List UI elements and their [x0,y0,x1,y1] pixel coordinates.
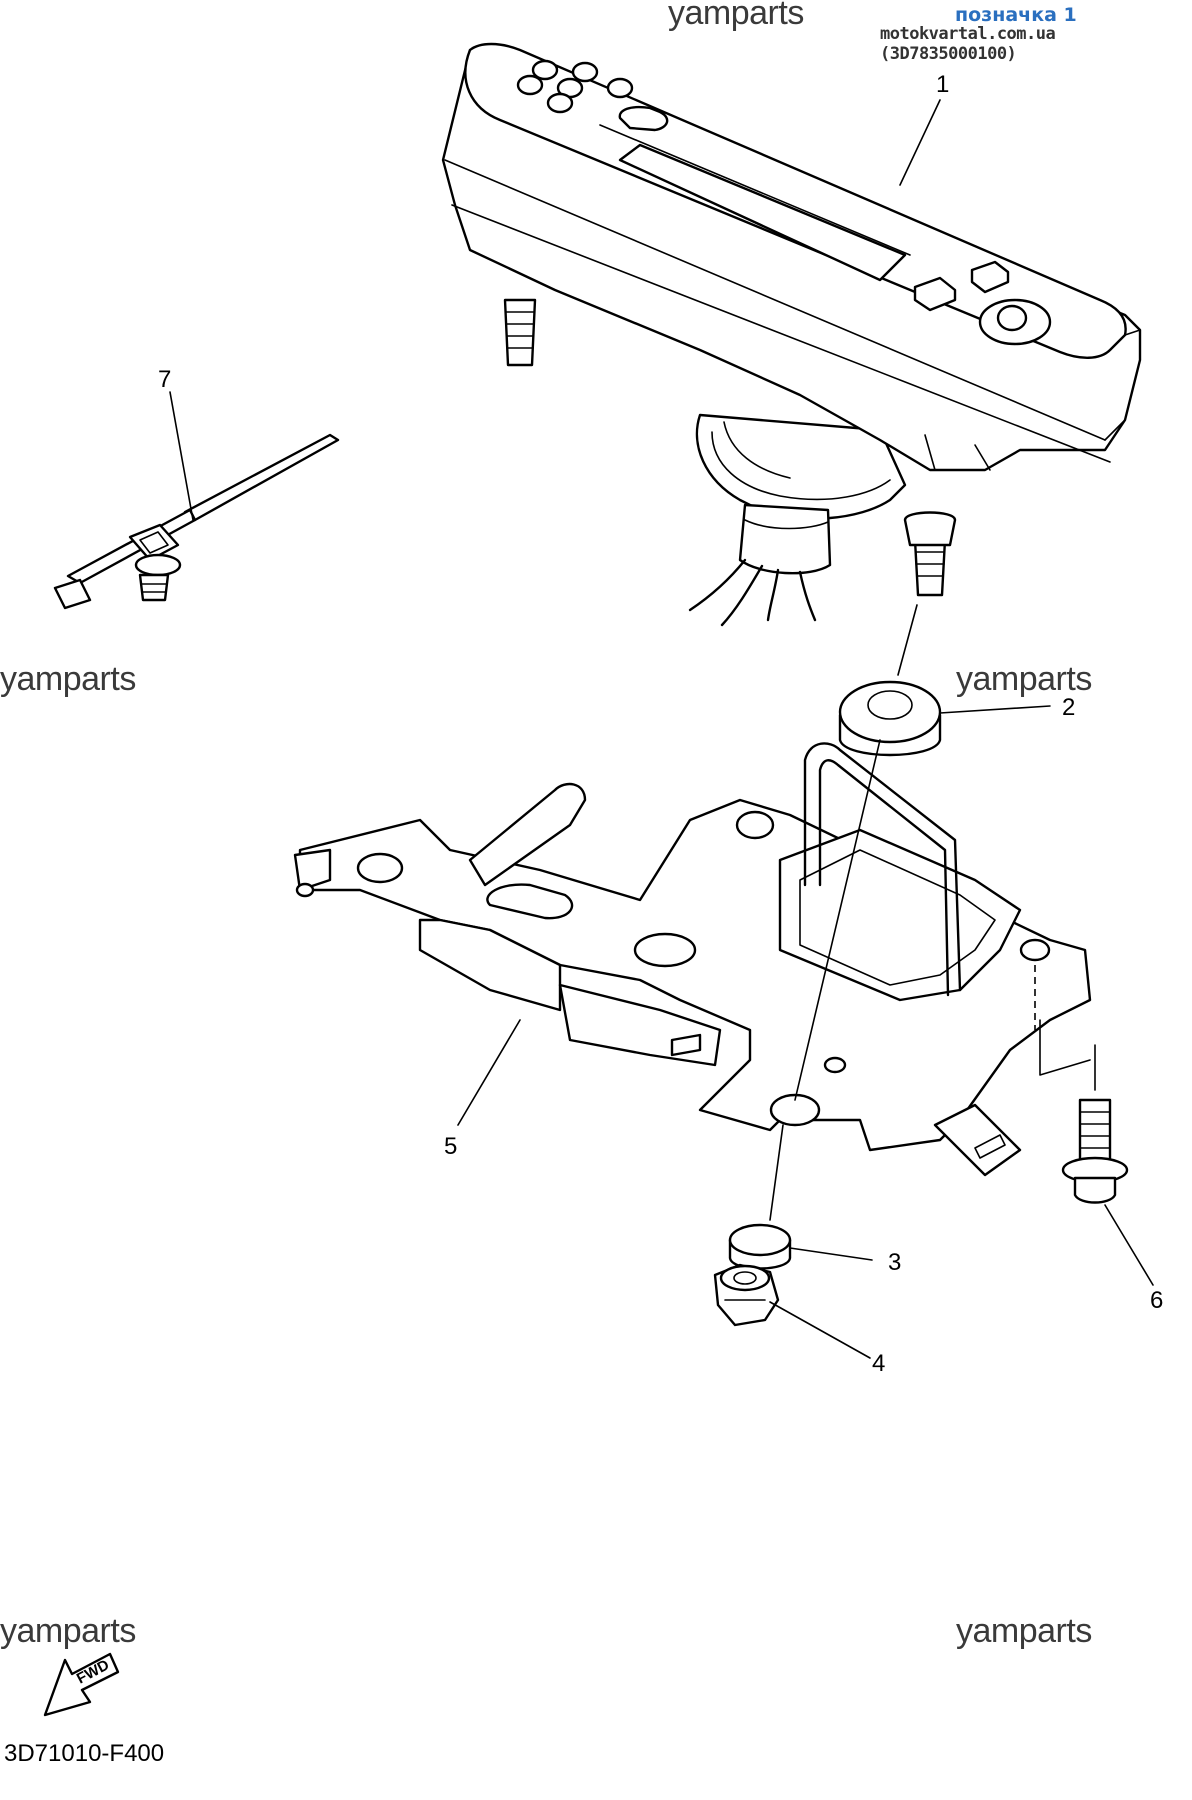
watermark-left-mid: yamparts [0,660,136,698]
callout-5: 5 [444,1133,458,1160]
watermark-top: yamparts [668,0,804,32]
meter-bracket-drawing [293,742,1092,1177]
nut-drawing [713,1263,780,1327]
damper-drawing [838,680,942,757]
callout-2: 2 [1062,694,1076,721]
watermark-right-mid: yamparts [956,660,1092,698]
assembly-lines [769,604,1096,1221]
callout-6: 6 [1150,1287,1164,1314]
fwd-arrow-icon [43,1652,120,1717]
callout-1: 1 [936,71,950,98]
bolt-drawing [1061,1098,1129,1204]
watermark-left-bottom: yamparts [0,1612,136,1650]
callout-7: 7 [158,366,172,393]
header-source: motokvartal.com.ua (3D7835000100) [880,24,1056,64]
header-tag: позначка 1 [955,4,1077,26]
meter-assembly-drawing [441,42,1142,627]
collar-drawing [728,1223,792,1270]
callout-3: 3 [888,1249,902,1276]
cable-tie-drawing [53,433,340,610]
watermark-right-bottom: yamparts [956,1612,1092,1650]
leader-lines [169,99,1154,1359]
diagram-code: 3D71010-F400 [4,1740,165,1767]
callout-4: 4 [872,1350,886,1377]
